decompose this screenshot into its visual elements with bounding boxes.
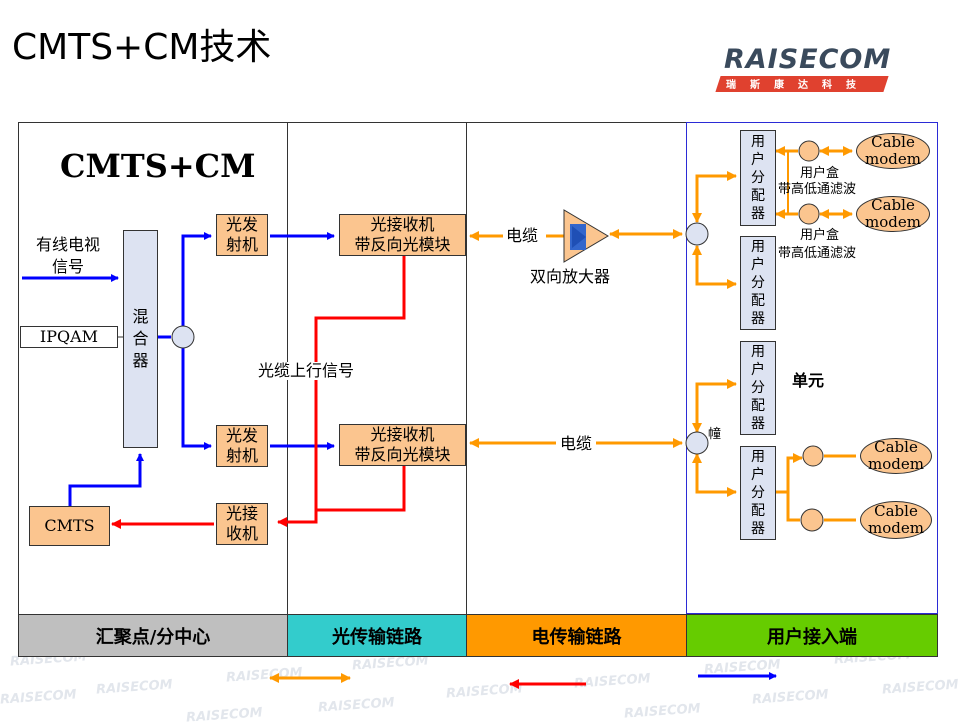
optical-node-1: 光接收机 带反向光模块	[339, 214, 466, 256]
user-splitter-4: 用户分配器	[740, 446, 776, 540]
fiber-upstream-label: 光缆上行信号	[258, 361, 355, 380]
to-tx1-line	[181, 232, 212, 326]
catv-label-line1: 有线电视	[36, 235, 101, 254]
node1-line2: 带反向光模块	[354, 235, 451, 254]
logo-brand: RAISECOM	[724, 44, 892, 75]
cable-modem-4: Cable modem	[860, 501, 932, 539]
modem3-line2: modem	[868, 455, 924, 473]
splitter2-lower	[692, 453, 737, 497]
user-access-region	[686, 122, 938, 614]
splitter1-lower	[692, 245, 737, 289]
modem3-line1: Cable	[874, 438, 918, 456]
optical-splitter-icon	[171, 325, 195, 349]
user-splitter-2: 用户分配器	[740, 236, 776, 330]
ipqam-box: IPQAM	[20, 326, 118, 348]
optical-node-2: 光接收机 带反向光模块	[339, 424, 466, 466]
cmts-box: CMTS	[29, 506, 110, 546]
rx-head-label: 光接收机	[225, 504, 258, 543]
mixer-label: 混合器	[132, 307, 149, 370]
section-user-access: 用户接入端	[686, 614, 938, 657]
user-splitter-3: 用户分配器	[740, 341, 776, 435]
section-user-access-label: 用户接入端	[767, 626, 857, 648]
catv-label-line2: 信号	[52, 257, 85, 276]
amplifier-label: 双向放大器	[530, 267, 611, 286]
column-divider	[466, 122, 467, 614]
userbox1-line1: 用户盒	[800, 166, 840, 181]
ipqam-label: IPQAM	[39, 327, 99, 346]
upstream-node2	[316, 466, 406, 512]
cable-modem-2: Cable modem	[856, 196, 930, 232]
modem2-line2: modem	[865, 213, 921, 231]
modem1-line2: modem	[865, 150, 921, 168]
modem1-line1: Cable	[871, 133, 915, 151]
cmts-to-mixer	[68, 453, 144, 506]
raisecom-logo: RAISECOM 瑞斯康达科技	[715, 44, 892, 96]
cmts-label: CMTS	[44, 516, 95, 535]
section-electrical-link: 电传输链路	[466, 614, 687, 657]
unit-label: 单元	[792, 371, 825, 390]
user-splitter-1: 用户分配器	[740, 130, 776, 226]
optical-transmitter-2: 光发射机	[216, 425, 268, 467]
building-label: 幢	[708, 427, 722, 442]
amplifier-inner	[572, 226, 586, 248]
user-tap-icon	[798, 203, 820, 225]
tx1-label: 光发射机	[225, 215, 258, 254]
cable-modem-3: Cable modem	[860, 438, 932, 474]
section-electrical-link-label: 电传输链路	[531, 626, 622, 648]
splitter1-label: 用户分配器	[751, 134, 765, 222]
section-optical-link-label: 光传输链路	[332, 626, 422, 648]
optical-transmitter-1: 光发射机	[216, 214, 268, 256]
optical-receiver-head: 光接收机	[216, 503, 268, 545]
user-tap-icon	[800, 508, 824, 532]
cable-label-2: 电缆	[560, 434, 593, 453]
diagram-heading: CMTS+CM	[60, 147, 256, 185]
node2-line1: 光接收机	[370, 425, 435, 444]
splitter2-label: 用户分配器	[751, 239, 765, 327]
user-tap-icon	[802, 445, 824, 467]
coax-splitter-icon	[685, 222, 709, 246]
splitter4-label: 用户分配器	[751, 449, 765, 537]
to-tx2-line	[181, 348, 212, 450]
cable-label-1: 电缆	[506, 226, 539, 245]
coax-splitter-icon	[685, 431, 709, 455]
modem4-line2: modem	[868, 519, 924, 537]
splitter3-label: 用户分配器	[751, 344, 765, 432]
section-optical-link: 光传输链路	[287, 614, 467, 657]
modem4-line1: Cable	[874, 502, 918, 520]
splitter4-branch	[776, 453, 803, 494]
modem2-line1: Cable	[871, 196, 915, 214]
splitter2-upper	[692, 379, 737, 433]
cable-modem-1: Cable modem	[856, 133, 930, 169]
upstream-node1	[277, 256, 406, 527]
page-title: CMTS+CM技术	[12, 27, 272, 68]
tx2-label: 光发射机	[225, 426, 258, 465]
node2-line2: 带反向光模块	[354, 445, 451, 464]
splitter4-branch2	[786, 492, 800, 522]
userbox2-line2: 带高低通滤波	[778, 246, 857, 261]
node1-line1: 光接收机	[370, 215, 435, 234]
logo-subtitle: 瑞斯康达科技	[726, 80, 870, 91]
user-tap-icon	[798, 140, 820, 162]
section-aggregation-label: 汇聚点/分中心	[95, 626, 211, 648]
mixer-box: 混合器	[123, 230, 158, 448]
userbox2-line1: 用户盒	[800, 228, 840, 243]
section-aggregation: 汇聚点/分中心	[18, 614, 288, 657]
userbox1-line2: 带高低通滤波	[778, 182, 857, 197]
splitter1-upper	[692, 171, 737, 223]
